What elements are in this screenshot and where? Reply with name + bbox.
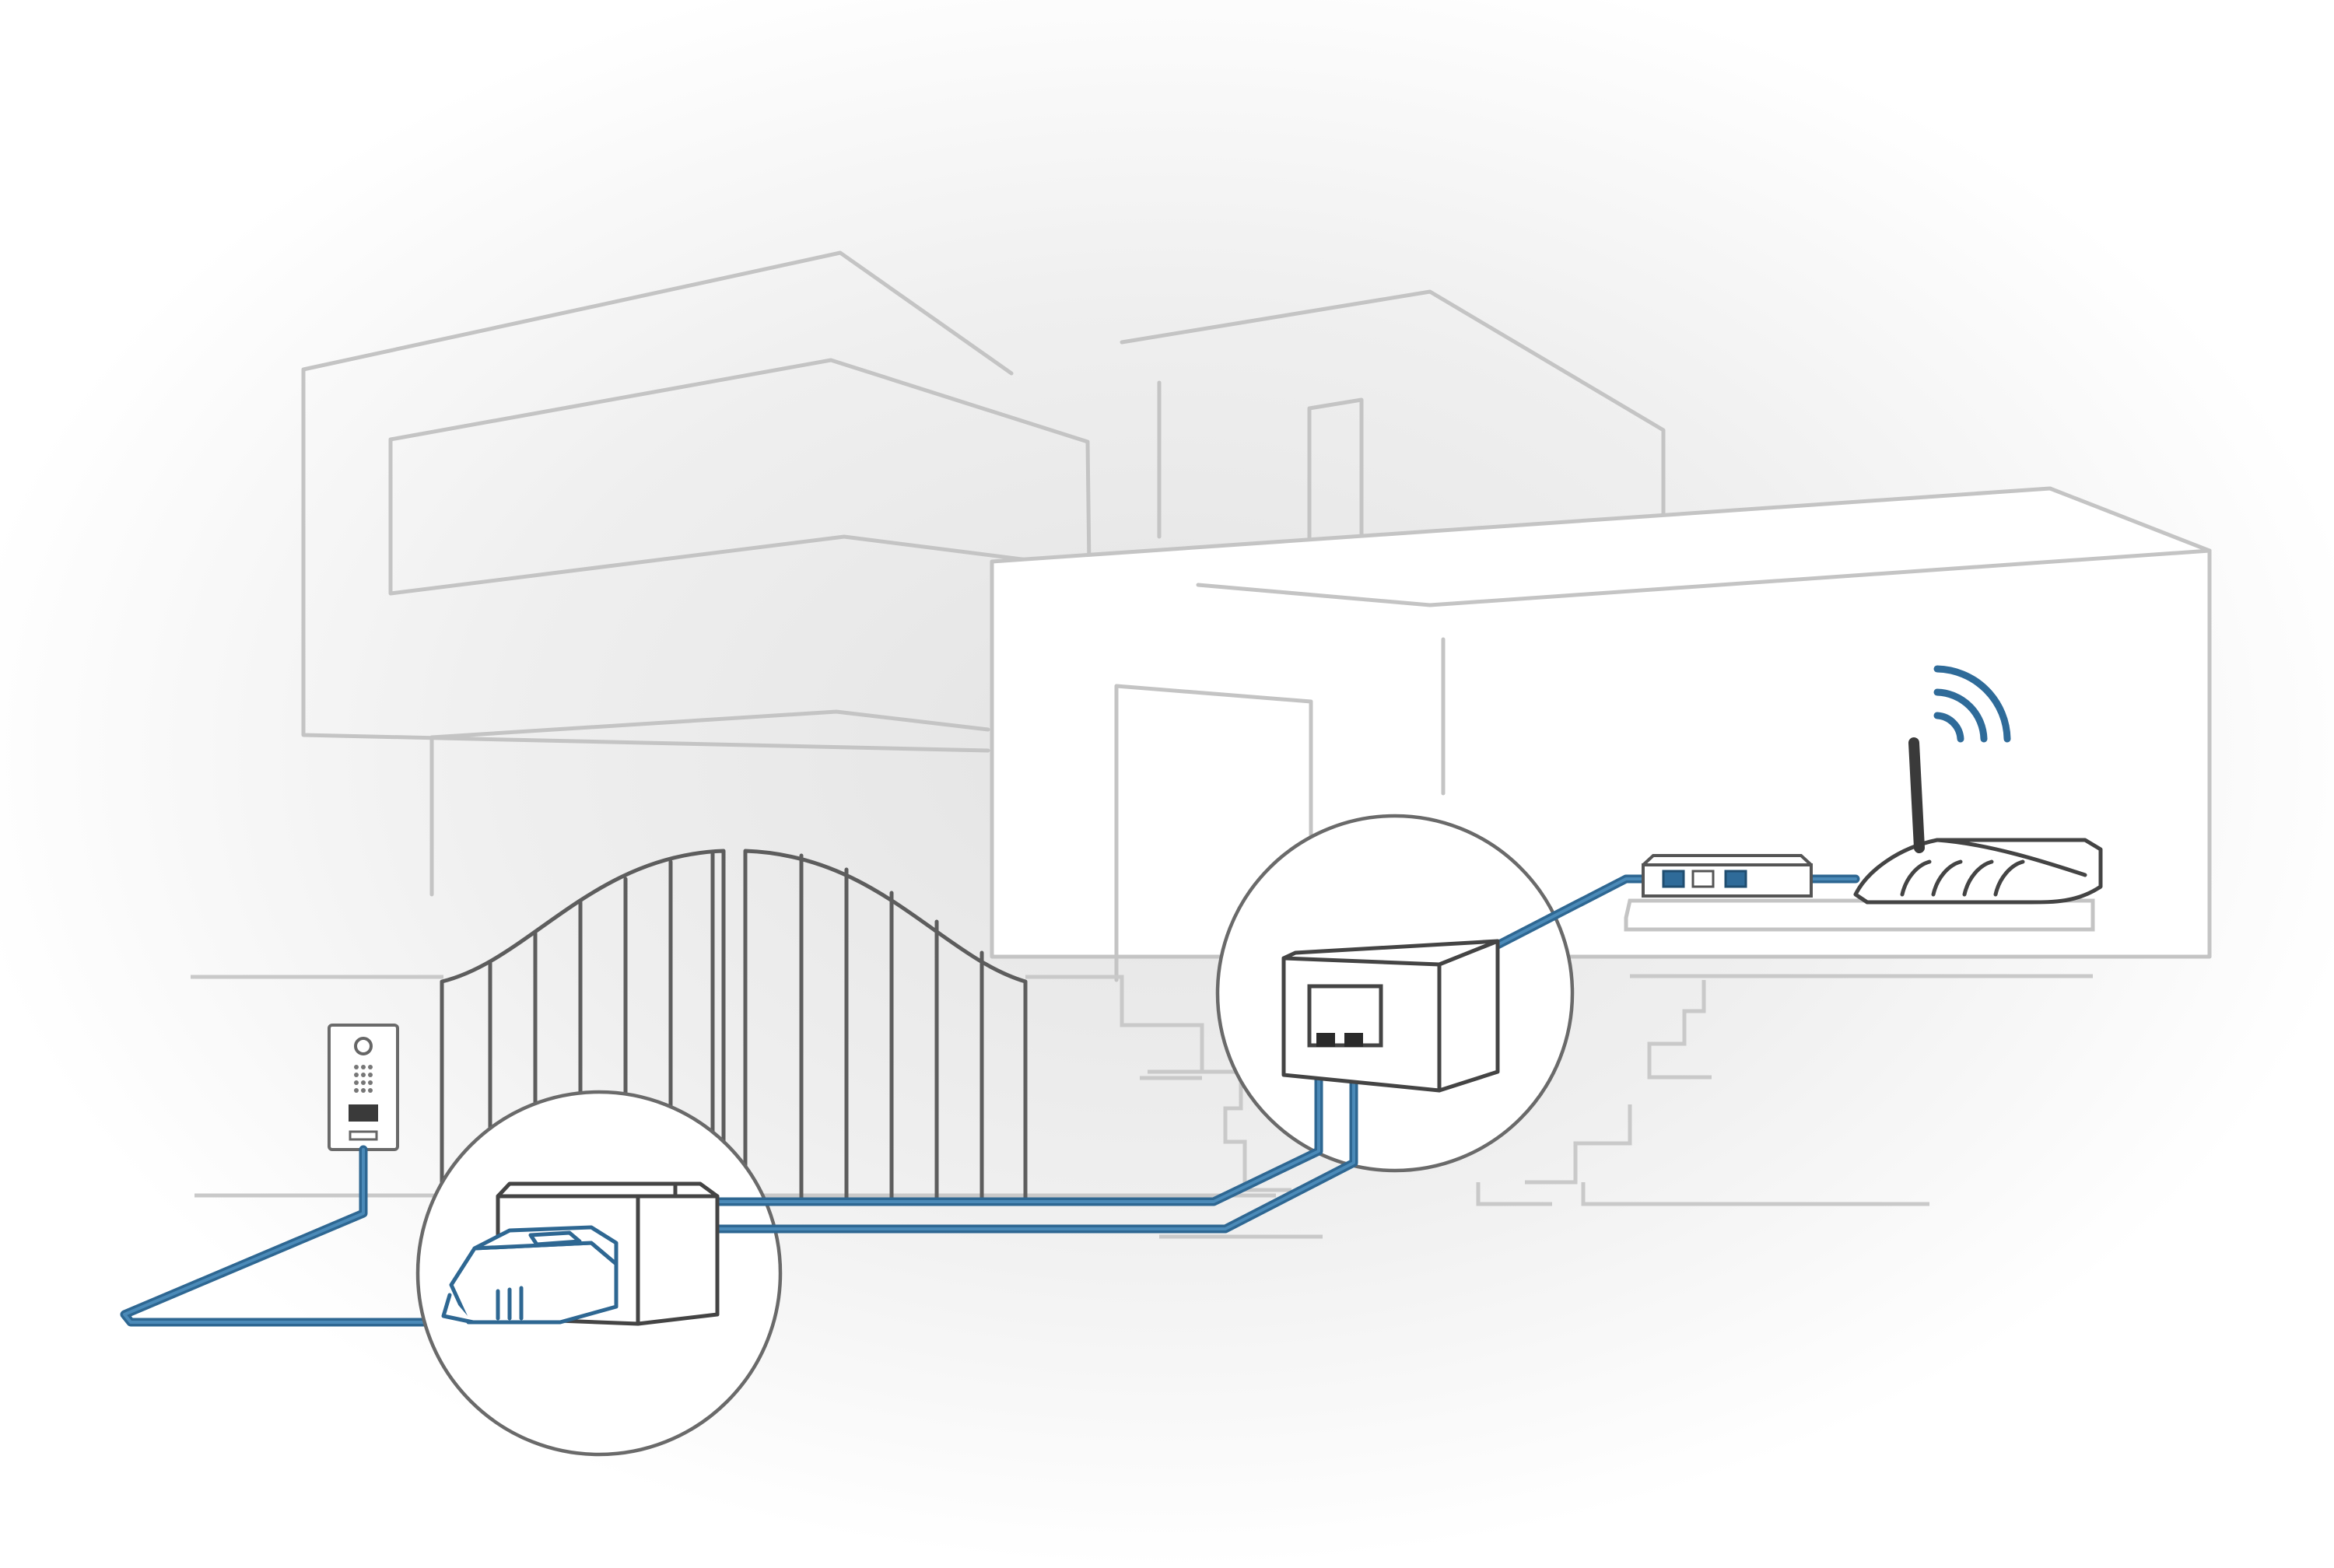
router-leds [1900,859,2025,897]
shelf [1624,898,2095,932]
switch-port-3 [1724,870,1747,888]
router-antenna [1908,737,1925,853]
door-station-icon [328,1024,399,1151]
poe-switch-icon [1281,939,1500,1093]
wifi-signal-icon [1933,665,2011,743]
network-cable [120,1145,429,1327]
gate-bars-right [799,853,984,1204]
front-wall [990,486,2212,982]
house-outline [301,250,1666,897]
poe-port-2 [1344,1033,1363,1047]
network-switch-icon [1642,854,1813,898]
switch-port-1 [1662,870,1685,888]
ethernet-plug-icon [441,1225,619,1325]
switch-port-2 [1691,870,1715,888]
wifi-router-icon [1853,737,2103,905]
poe-port-1 [1316,1033,1335,1047]
